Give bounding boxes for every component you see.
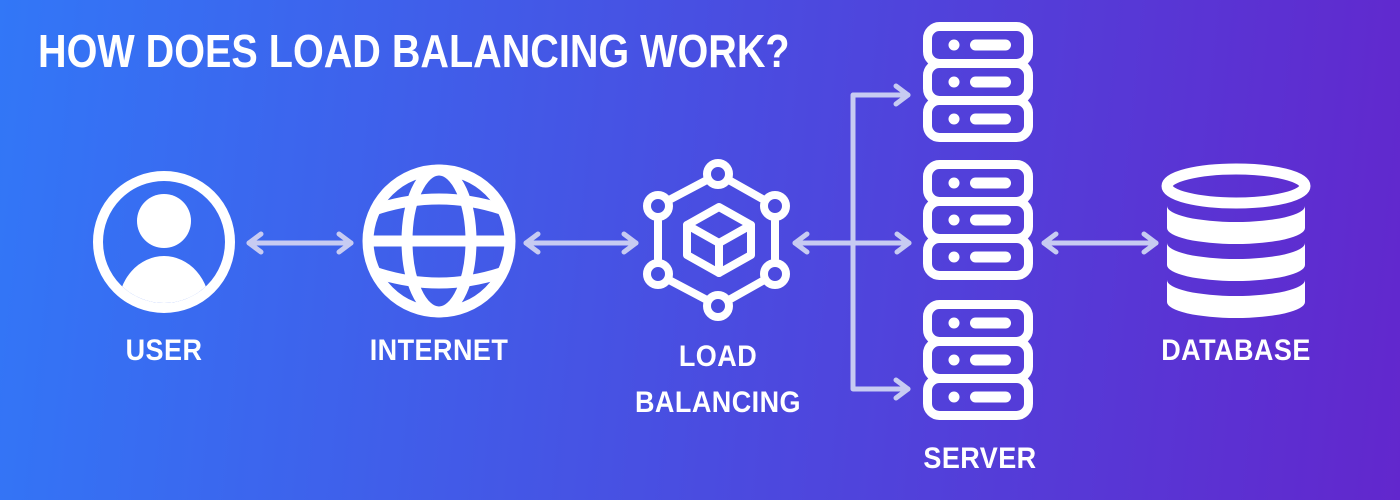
- server-label: SERVER: [923, 442, 1037, 475]
- internet-label: INTERNET: [369, 334, 509, 367]
- globe-icon: [360, 162, 518, 320]
- hexagon-cube-icon: [643, 159, 791, 323]
- branch-fork-servers: [850, 83, 911, 401]
- arrow-server-database: [1041, 231, 1159, 255]
- server-rack-icon-3: [923, 300, 1033, 420]
- server-rack-icon-1: [923, 22, 1033, 142]
- page-title: HOW DOES LOAD BALANCING WORK?: [38, 25, 790, 77]
- database-cylinder-icon: [1160, 163, 1312, 320]
- server-rack-icon-2: [923, 160, 1033, 280]
- user-icon: [92, 170, 236, 314]
- arrow-internet-loadbalancer: [523, 231, 639, 255]
- load-balancer-label: LOAD BALANCING: [634, 340, 802, 419]
- user-label: USER: [125, 334, 203, 367]
- database-label: DATABASE: [1161, 334, 1311, 367]
- arrow-user-internet: [246, 231, 354, 255]
